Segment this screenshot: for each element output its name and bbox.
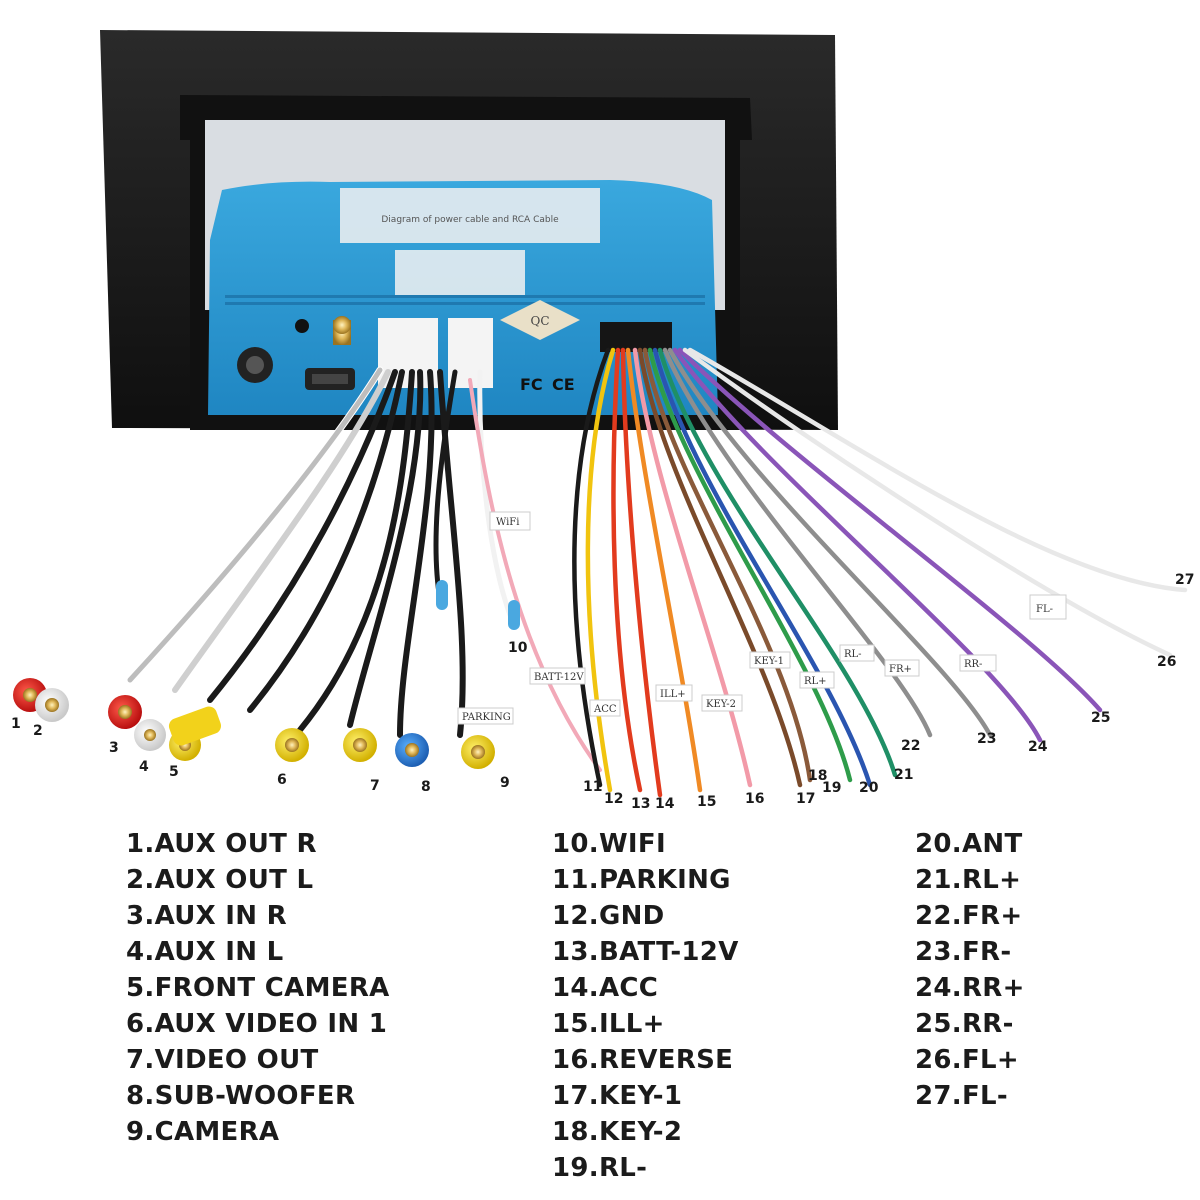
callout-21: 21 [894, 767, 913, 783]
callout-4: 4 [139, 759, 149, 775]
legend-item-26: 26.FL+ [915, 1045, 1019, 1075]
tag-batt: BATT-12V [534, 672, 584, 683]
legend-item-19: 19.RL- [552, 1153, 648, 1183]
callout-2: 2 [33, 723, 43, 739]
legend-item-25: 25.RR- [915, 1009, 1014, 1039]
callout-15: 15 [697, 794, 716, 810]
legend-item-27: 27.FL- [915, 1081, 1008, 1111]
tag-ill: ILL+ [660, 689, 686, 700]
tag-rlp: RL+ [804, 676, 827, 687]
callout-19: 19 [822, 780, 841, 796]
tag-fl: FL- [1036, 604, 1053, 615]
legend-item-15: 15.ILL+ [552, 1009, 665, 1039]
wifi-antenna-tip-2 [508, 600, 520, 630]
fcc-mark: FC [520, 375, 543, 394]
callout-8: 8 [421, 779, 431, 795]
legend-item-10: 10.WIFI [552, 829, 666, 859]
legend-item-4: 4.AUX IN L [126, 937, 284, 967]
legend-item-17: 17.KEY-1 [552, 1081, 683, 1111]
legend-item-9: 9.CAMERA [126, 1117, 280, 1147]
legend-item-20: 20.ANT [915, 829, 1023, 859]
legend-item-3: 3.AUX IN R [126, 901, 288, 931]
power-harness [572, 347, 1188, 798]
callout-20: 20 [859, 780, 879, 796]
callout-3: 3 [109, 740, 119, 756]
legend-item-14: 14.ACC [552, 973, 659, 1003]
tag-frp: FR+ [889, 664, 912, 675]
tag-key2: KEY-2 [706, 699, 736, 710]
callout-16: 16 [745, 791, 764, 807]
legend-item-1: 1.AUX OUT R [126, 829, 317, 859]
radio-back-photo: Diagram of power cable and RCA Cable QC … [11, 30, 1194, 812]
tag-wifi: WiFi [496, 517, 519, 528]
legend-column-2: 10.WIFI 11.PARKING 12.GND 13.BATT-12V 14… [552, 826, 739, 1186]
ce-mark: CE [552, 375, 575, 394]
rca-cable-bundle [126, 366, 602, 772]
legend-item-7: 7.VIDEO OUT [126, 1045, 319, 1075]
callout-1: 1 [11, 716, 21, 732]
tag-key1: KEY-1 [754, 656, 784, 667]
main-board-housing: Diagram of power cable and RCA Cable QC … [208, 180, 718, 415]
legend-item-18: 18.KEY-2 [552, 1117, 683, 1147]
callout-13: 13 [631, 796, 650, 812]
callout-14: 14 [655, 796, 675, 812]
legend-item-8: 8.SUB-WOOFER [126, 1081, 356, 1111]
callout-22: 22 [901, 738, 920, 754]
callout-12: 12 [604, 791, 623, 807]
legend-item-21: 21.RL+ [915, 865, 1022, 895]
callout-25: 25 [1091, 710, 1110, 726]
tag-rr: RR- [964, 659, 982, 670]
legend-item-24: 24.RR+ [915, 973, 1025, 1003]
callout-27: 27 [1175, 572, 1194, 588]
callout-5: 5 [169, 764, 179, 780]
callout-6: 6 [277, 772, 287, 788]
callout-24: 24 [1028, 739, 1048, 755]
legend-item-11: 11.PARKING [552, 865, 731, 895]
rca-plugs [13, 678, 495, 769]
callout-9: 9 [500, 775, 510, 791]
callout-23: 23 [977, 731, 996, 747]
legend-item-23: 23.FR- [915, 937, 1012, 967]
tag-rl: RL- [844, 649, 862, 660]
legend-item-2: 2.AUX OUT L [126, 865, 314, 895]
legend-column-1: 1.AUX OUT R 2.AUX OUT L 3.AUX IN R 4.AUX… [126, 826, 390, 1150]
sticker-text: Diagram of power cable and RCA Cable [381, 215, 559, 225]
callout-numbers: 1 2 3 4 5 6 7 8 9 10 11 12 13 14 15 16 1… [11, 572, 1194, 812]
callout-10: 10 [508, 640, 528, 656]
wifi-antenna-tip [436, 580, 448, 610]
callout-18: 18 [808, 768, 827, 784]
legend-item-13: 13.BATT-12V [552, 937, 739, 967]
tag-parking: PARKING [462, 712, 511, 723]
legend-column-3: 20.ANT 21.RL+ 22.FR+ 23.FR- 24.RR+ 25.RR… [915, 826, 1025, 1114]
tag-acc: ACC [593, 704, 617, 715]
svg-text:QC: QC [530, 314, 549, 328]
callout-11: 11 [583, 779, 602, 795]
legend-item-6: 6.AUX VIDEO IN 1 [126, 1009, 388, 1039]
legend-item-22: 22.FR+ [915, 901, 1023, 931]
callout-26: 26 [1157, 654, 1176, 670]
callout-17: 17 [796, 791, 815, 807]
legend-item-12: 12.GND [552, 901, 665, 931]
legend-item-16: 16.REVERSE [552, 1045, 734, 1075]
wire-tags: WiFi BATT-12V ACC PARKING ILL+ KEY-2 KEY… [457, 511, 1067, 725]
callout-7: 7 [370, 778, 380, 794]
legend-item-5: 5.FRONT CAMERA [126, 973, 390, 1003]
